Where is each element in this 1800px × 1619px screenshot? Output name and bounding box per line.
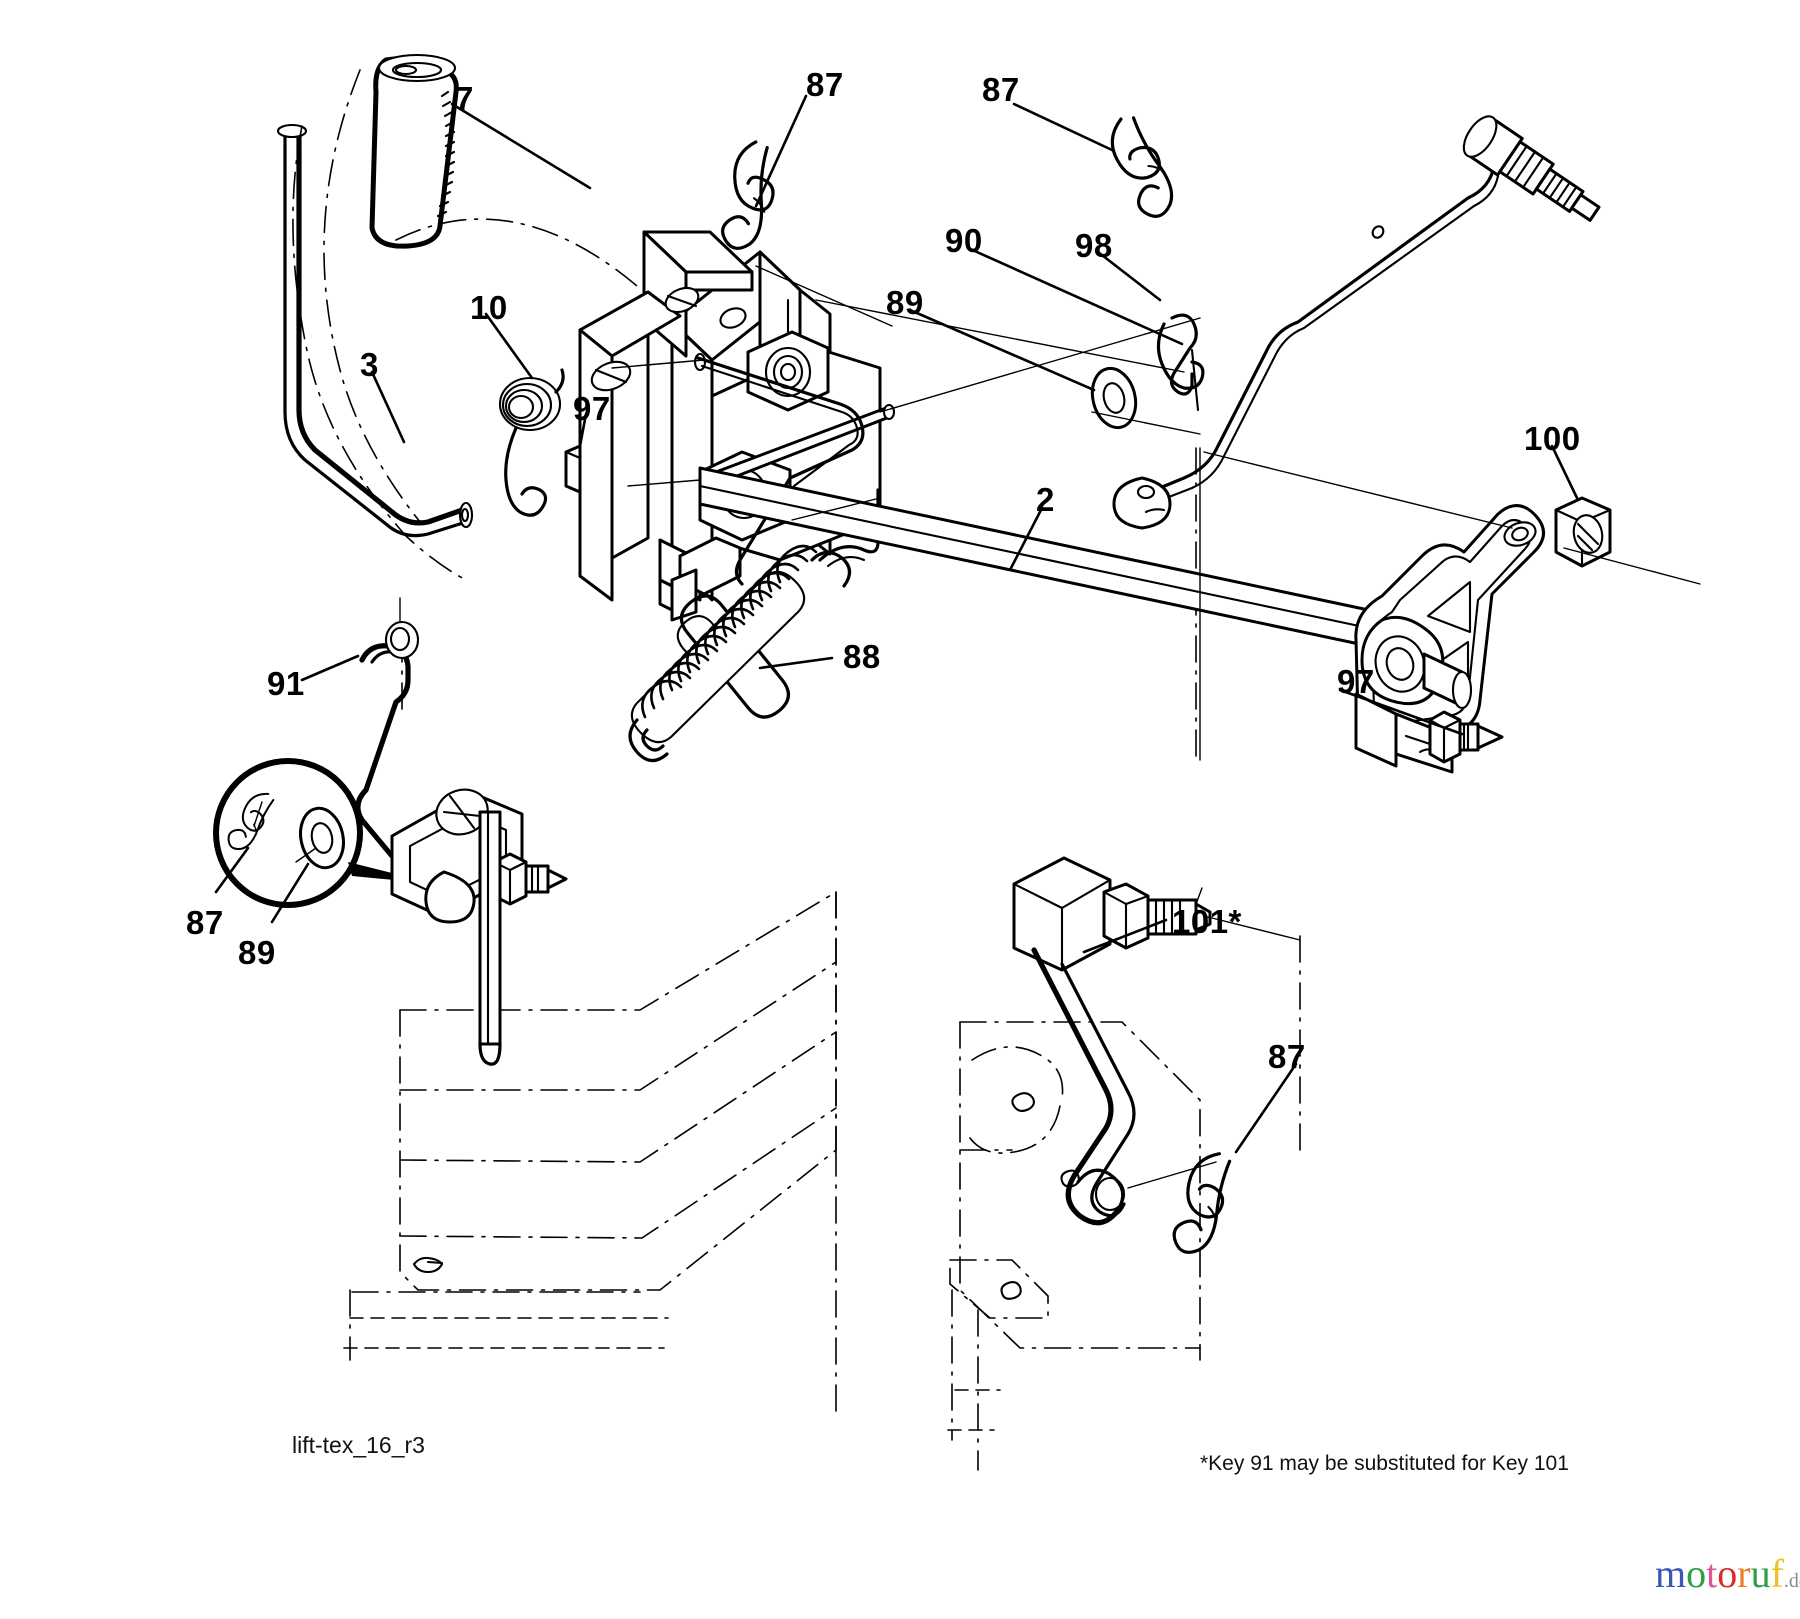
key-label-87-a: 87 (806, 66, 844, 103)
wm-letter-o1: o (1686, 1551, 1707, 1596)
part-100-hex-nut (1554, 496, 1612, 568)
part-87-hairpin-clip-b (1110, 116, 1174, 218)
wm-letter-u: u (1750, 1551, 1771, 1596)
leader-lines (214, 94, 1580, 1154)
key-label-88: 88 (843, 638, 881, 675)
spring-anchor-rod (693, 352, 865, 586)
part-3-lift-lever (276, 123, 474, 538)
drawing-reference: lift-tex_16_r3 (292, 1432, 425, 1458)
wm-suffix: .de (1783, 1570, 1800, 1592)
wm-letter-m: m (1655, 1551, 1687, 1596)
key-label-2: 2 (1036, 481, 1055, 518)
wm-letter-f: f (1770, 1551, 1784, 1596)
right-lift-arm-bracket (1354, 504, 1545, 774)
key-label-90: 90 (945, 222, 983, 259)
key-label-97-b: 97 (1337, 663, 1375, 700)
key-label-89-a: 89 (886, 284, 924, 321)
detail-view-circle (213, 758, 436, 908)
spring-coils (628, 544, 852, 763)
key-label-10: 10 (470, 289, 508, 326)
key-label-7: 7 (455, 80, 474, 117)
wm-letter-t: t (1706, 1551, 1718, 1596)
key-label-101: 101* (1172, 903, 1242, 940)
motoruf-watermark: motoruf.de (1655, 1550, 1800, 1597)
part-10-torsion-spring (498, 368, 565, 517)
key-label-100: 100 (1524, 420, 1581, 457)
wm-letter-o2: o (1717, 1551, 1738, 1596)
key-label-91: 91 (267, 665, 305, 702)
part-101-lift-link-alt (1012, 856, 1212, 1226)
key-label-87-d: 87 (1268, 1038, 1306, 1075)
part-7-handle-grip (369, 53, 459, 249)
part-98-adjustment-rod (1112, 115, 1601, 530)
key-label-97-a: 97 (573, 390, 611, 427)
wm-letter-r: r (1737, 1551, 1751, 1596)
key-label-3: 3 (360, 346, 379, 383)
substitution-footnote: *Key 91 may be substituted for Key 101 (1200, 1452, 1569, 1475)
part-87-hairpin-clip-c (1172, 1152, 1232, 1254)
key-label-87-c: 87 (186, 904, 224, 941)
part-87-hairpin-clip-a (721, 140, 775, 250)
key-label-87-b: 87 (982, 71, 1020, 108)
mower-deck-phantom-left (343, 891, 837, 1361)
alignment-centerlines (253, 265, 1701, 1189)
mower-deck-phantom-right (947, 1021, 1201, 1471)
key-label-98: 98 (1075, 227, 1113, 264)
key-label-89-b: 89 (238, 934, 276, 971)
part-91-lift-link (355, 597, 568, 1066)
part-88-extension-spring (628, 488, 880, 763)
part-90-cotter-pin (1156, 313, 1205, 412)
part-89-flat-washer-upper (1090, 366, 1138, 430)
